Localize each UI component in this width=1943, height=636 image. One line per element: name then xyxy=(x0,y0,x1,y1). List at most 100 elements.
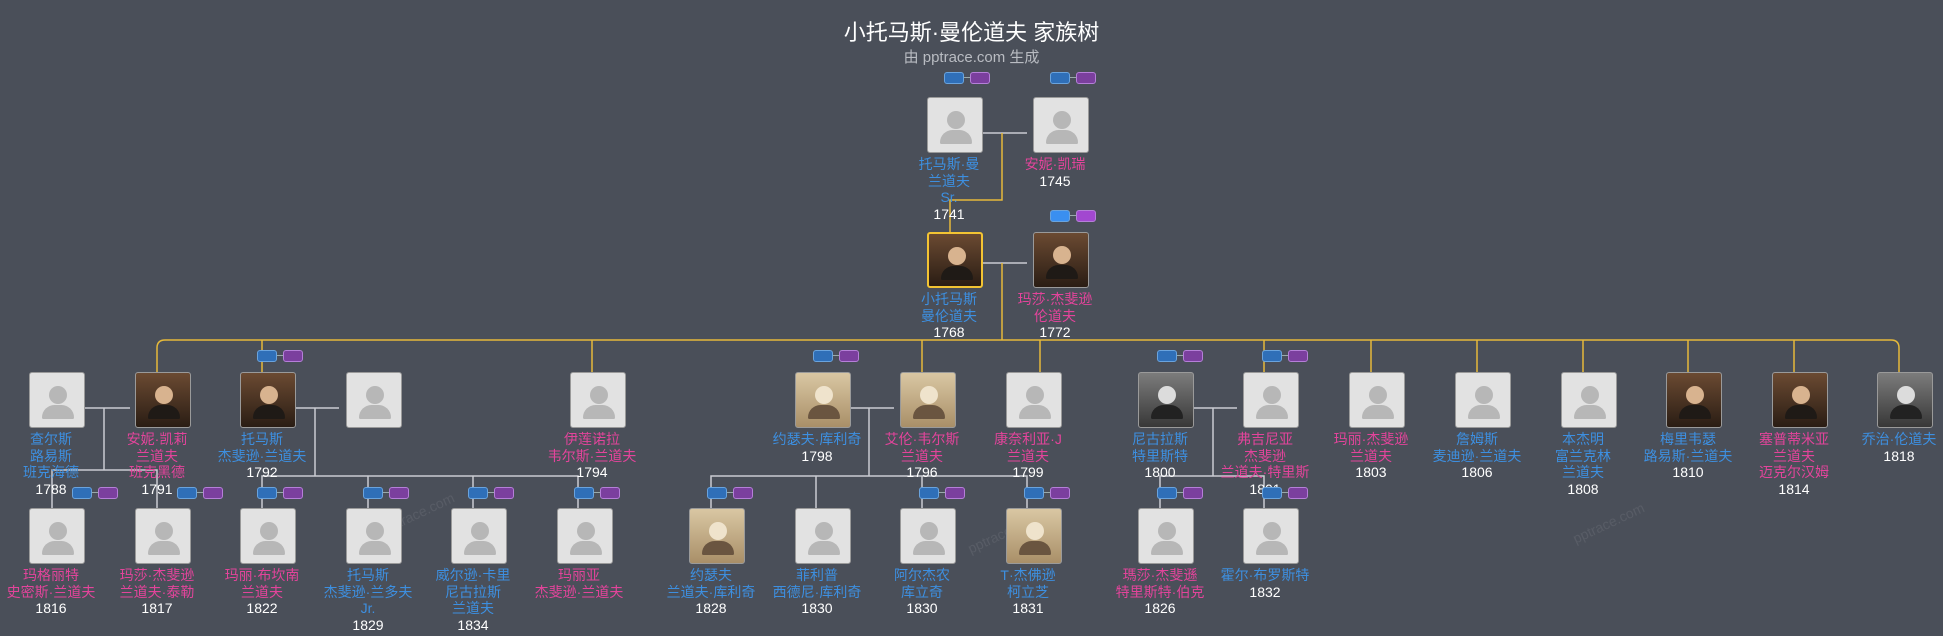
person-name[interactable]: 托马斯杰斐逊·兰道夫 xyxy=(187,431,337,464)
person-name[interactable]: 艾伦·韦尔斯兰道夫 xyxy=(847,431,997,464)
expand-parent-icon[interactable] xyxy=(1050,210,1070,222)
person-photo[interactable] xyxy=(1666,372,1722,428)
person-name[interactable]: 安妮·凯瑞 xyxy=(980,156,1130,173)
expand-spouse-icon[interactable] xyxy=(203,487,223,499)
person-photo[interactable] xyxy=(900,372,956,428)
avatar-placeholder-icon[interactable] xyxy=(1455,372,1511,428)
expand-parent-icon[interactable] xyxy=(813,350,833,362)
expand-spouse-icon[interactable] xyxy=(600,487,620,499)
expand-parent-icon[interactable] xyxy=(707,487,727,499)
expand-badges[interactable] xyxy=(1157,487,1205,499)
avatar-placeholder-icon[interactable] xyxy=(1561,372,1617,428)
expand-badges[interactable] xyxy=(919,487,967,499)
person-name[interactable]: 威尔逊·卡里尼古拉斯兰道夫 xyxy=(398,567,548,617)
avatar-placeholder-icon[interactable] xyxy=(927,97,983,153)
expand-badges[interactable] xyxy=(1024,487,1072,499)
expand-badges[interactable] xyxy=(257,487,305,499)
expand-badges[interactable] xyxy=(944,72,992,84)
avatar-placeholder-icon[interactable] xyxy=(1349,372,1405,428)
person-name[interactable]: 玛格丽特史密斯·兰道夫 xyxy=(0,567,126,600)
person-name[interactable]: 塞普蒂米亚兰道夫迈克尔汉姆 xyxy=(1719,431,1869,481)
person-name[interactable]: 瑪莎·杰斐遜特里斯特·伯克 xyxy=(1085,567,1235,600)
person-name[interactable]: 约瑟夫·库利奇 xyxy=(742,431,892,448)
person-name[interactable]: 阿尔杰农库立奇 xyxy=(847,567,997,600)
person-name[interactable]: 本杰明富兰克林兰道夫 xyxy=(1508,431,1658,481)
expand-spouse-icon[interactable] xyxy=(283,487,303,499)
expand-spouse-icon[interactable] xyxy=(733,487,753,499)
person-name[interactable]: 尼古拉斯特里斯特 xyxy=(1085,431,1235,464)
person-name[interactable]: 小托马斯曼伦道夫 xyxy=(874,291,1024,324)
expand-spouse-icon[interactable] xyxy=(1076,72,1096,84)
expand-spouse-icon[interactable] xyxy=(1183,350,1203,362)
expand-badges[interactable] xyxy=(363,487,411,499)
person-photo[interactable] xyxy=(689,508,745,564)
person-photo[interactable] xyxy=(1877,372,1933,428)
expand-badges[interactable] xyxy=(813,350,861,362)
expand-parent-icon[interactable] xyxy=(257,350,277,362)
avatar-placeholder-icon[interactable] xyxy=(1138,508,1194,564)
person-photo[interactable] xyxy=(135,372,191,428)
expand-parent-icon[interactable] xyxy=(257,487,277,499)
person-name[interactable]: T·杰佛逊柯立芝 xyxy=(953,567,1103,600)
expand-spouse-icon[interactable] xyxy=(1288,487,1308,499)
person-name[interactable]: 詹姆斯麦迪逊·兰道夫 xyxy=(1402,431,1552,464)
person-name[interactable]: 霍尔·布罗斯特 xyxy=(1190,567,1340,584)
expand-badges[interactable] xyxy=(707,487,755,499)
avatar-placeholder-icon[interactable] xyxy=(346,508,402,564)
expand-spouse-icon[interactable] xyxy=(1076,210,1096,222)
expand-parent-icon[interactable] xyxy=(177,487,197,499)
expand-parent-icon[interactable] xyxy=(1157,487,1177,499)
expand-badges[interactable] xyxy=(574,487,622,499)
expand-parent-icon[interactable] xyxy=(1024,487,1044,499)
person-name[interactable]: 伊莲诺拉韦尔斯·兰道夫 xyxy=(517,431,667,464)
person-name[interactable]: 约瑟夫兰道夫·库利奇 xyxy=(636,567,786,600)
person-photo[interactable] xyxy=(795,372,851,428)
avatar-placeholder-icon[interactable] xyxy=(1243,508,1299,564)
avatar-placeholder-icon[interactable] xyxy=(795,508,851,564)
expand-spouse-icon[interactable] xyxy=(283,350,303,362)
avatar-placeholder-icon[interactable] xyxy=(135,508,191,564)
expand-spouse-icon[interactable] xyxy=(945,487,965,499)
avatar-placeholder-icon[interactable] xyxy=(29,372,85,428)
expand-badges[interactable] xyxy=(257,350,305,362)
person-name[interactable]: 玛丽·杰斐逊兰道夫 xyxy=(1296,431,1446,464)
person-name[interactable]: 玛丽亚杰斐逊·兰道夫 xyxy=(504,567,654,600)
avatar-placeholder-icon[interactable] xyxy=(1006,372,1062,428)
expand-spouse-icon[interactable] xyxy=(389,487,409,499)
expand-spouse-icon[interactable] xyxy=(1050,487,1070,499)
expand-spouse-icon[interactable] xyxy=(970,72,990,84)
expand-badges[interactable] xyxy=(177,487,225,499)
expand-badges[interactable] xyxy=(1050,210,1098,222)
expand-spouse-icon[interactable] xyxy=(98,487,118,499)
expand-parent-icon[interactable] xyxy=(72,487,92,499)
expand-spouse-icon[interactable] xyxy=(839,350,859,362)
expand-parent-icon[interactable] xyxy=(1262,350,1282,362)
avatar-placeholder-icon[interactable] xyxy=(1033,97,1089,153)
person-name[interactable]: 玛丽·布坎南兰道夫 xyxy=(187,567,337,600)
expand-parent-icon[interactable] xyxy=(1262,487,1282,499)
person-photo[interactable] xyxy=(1772,372,1828,428)
avatar-placeholder-icon[interactable] xyxy=(346,372,402,428)
person-photo[interactable] xyxy=(1138,372,1194,428)
avatar-placeholder-icon[interactable] xyxy=(240,508,296,564)
expand-parent-icon[interactable] xyxy=(919,487,939,499)
person-name[interactable]: 安妮·凯莉兰道夫班克黑德 xyxy=(82,431,232,481)
person-name[interactable]: 玛莎·杰斐逊伦道夫 xyxy=(980,291,1130,324)
person-photo[interactable] xyxy=(927,232,983,288)
avatar-placeholder-icon[interactable] xyxy=(557,508,613,564)
expand-parent-icon[interactable] xyxy=(1157,350,1177,362)
expand-badges[interactable] xyxy=(1262,487,1310,499)
person-photo[interactable] xyxy=(240,372,296,428)
person-name[interactable]: 梅里韦瑟路易斯·兰道夫 xyxy=(1613,431,1763,464)
expand-badges[interactable] xyxy=(468,487,516,499)
avatar-placeholder-icon[interactable] xyxy=(570,372,626,428)
avatar-placeholder-icon[interactable] xyxy=(29,508,85,564)
avatar-placeholder-icon[interactable] xyxy=(451,508,507,564)
expand-parent-icon[interactable] xyxy=(1050,72,1070,84)
expand-parent-icon[interactable] xyxy=(468,487,488,499)
expand-spouse-icon[interactable] xyxy=(1183,487,1203,499)
expand-spouse-icon[interactable] xyxy=(494,487,514,499)
